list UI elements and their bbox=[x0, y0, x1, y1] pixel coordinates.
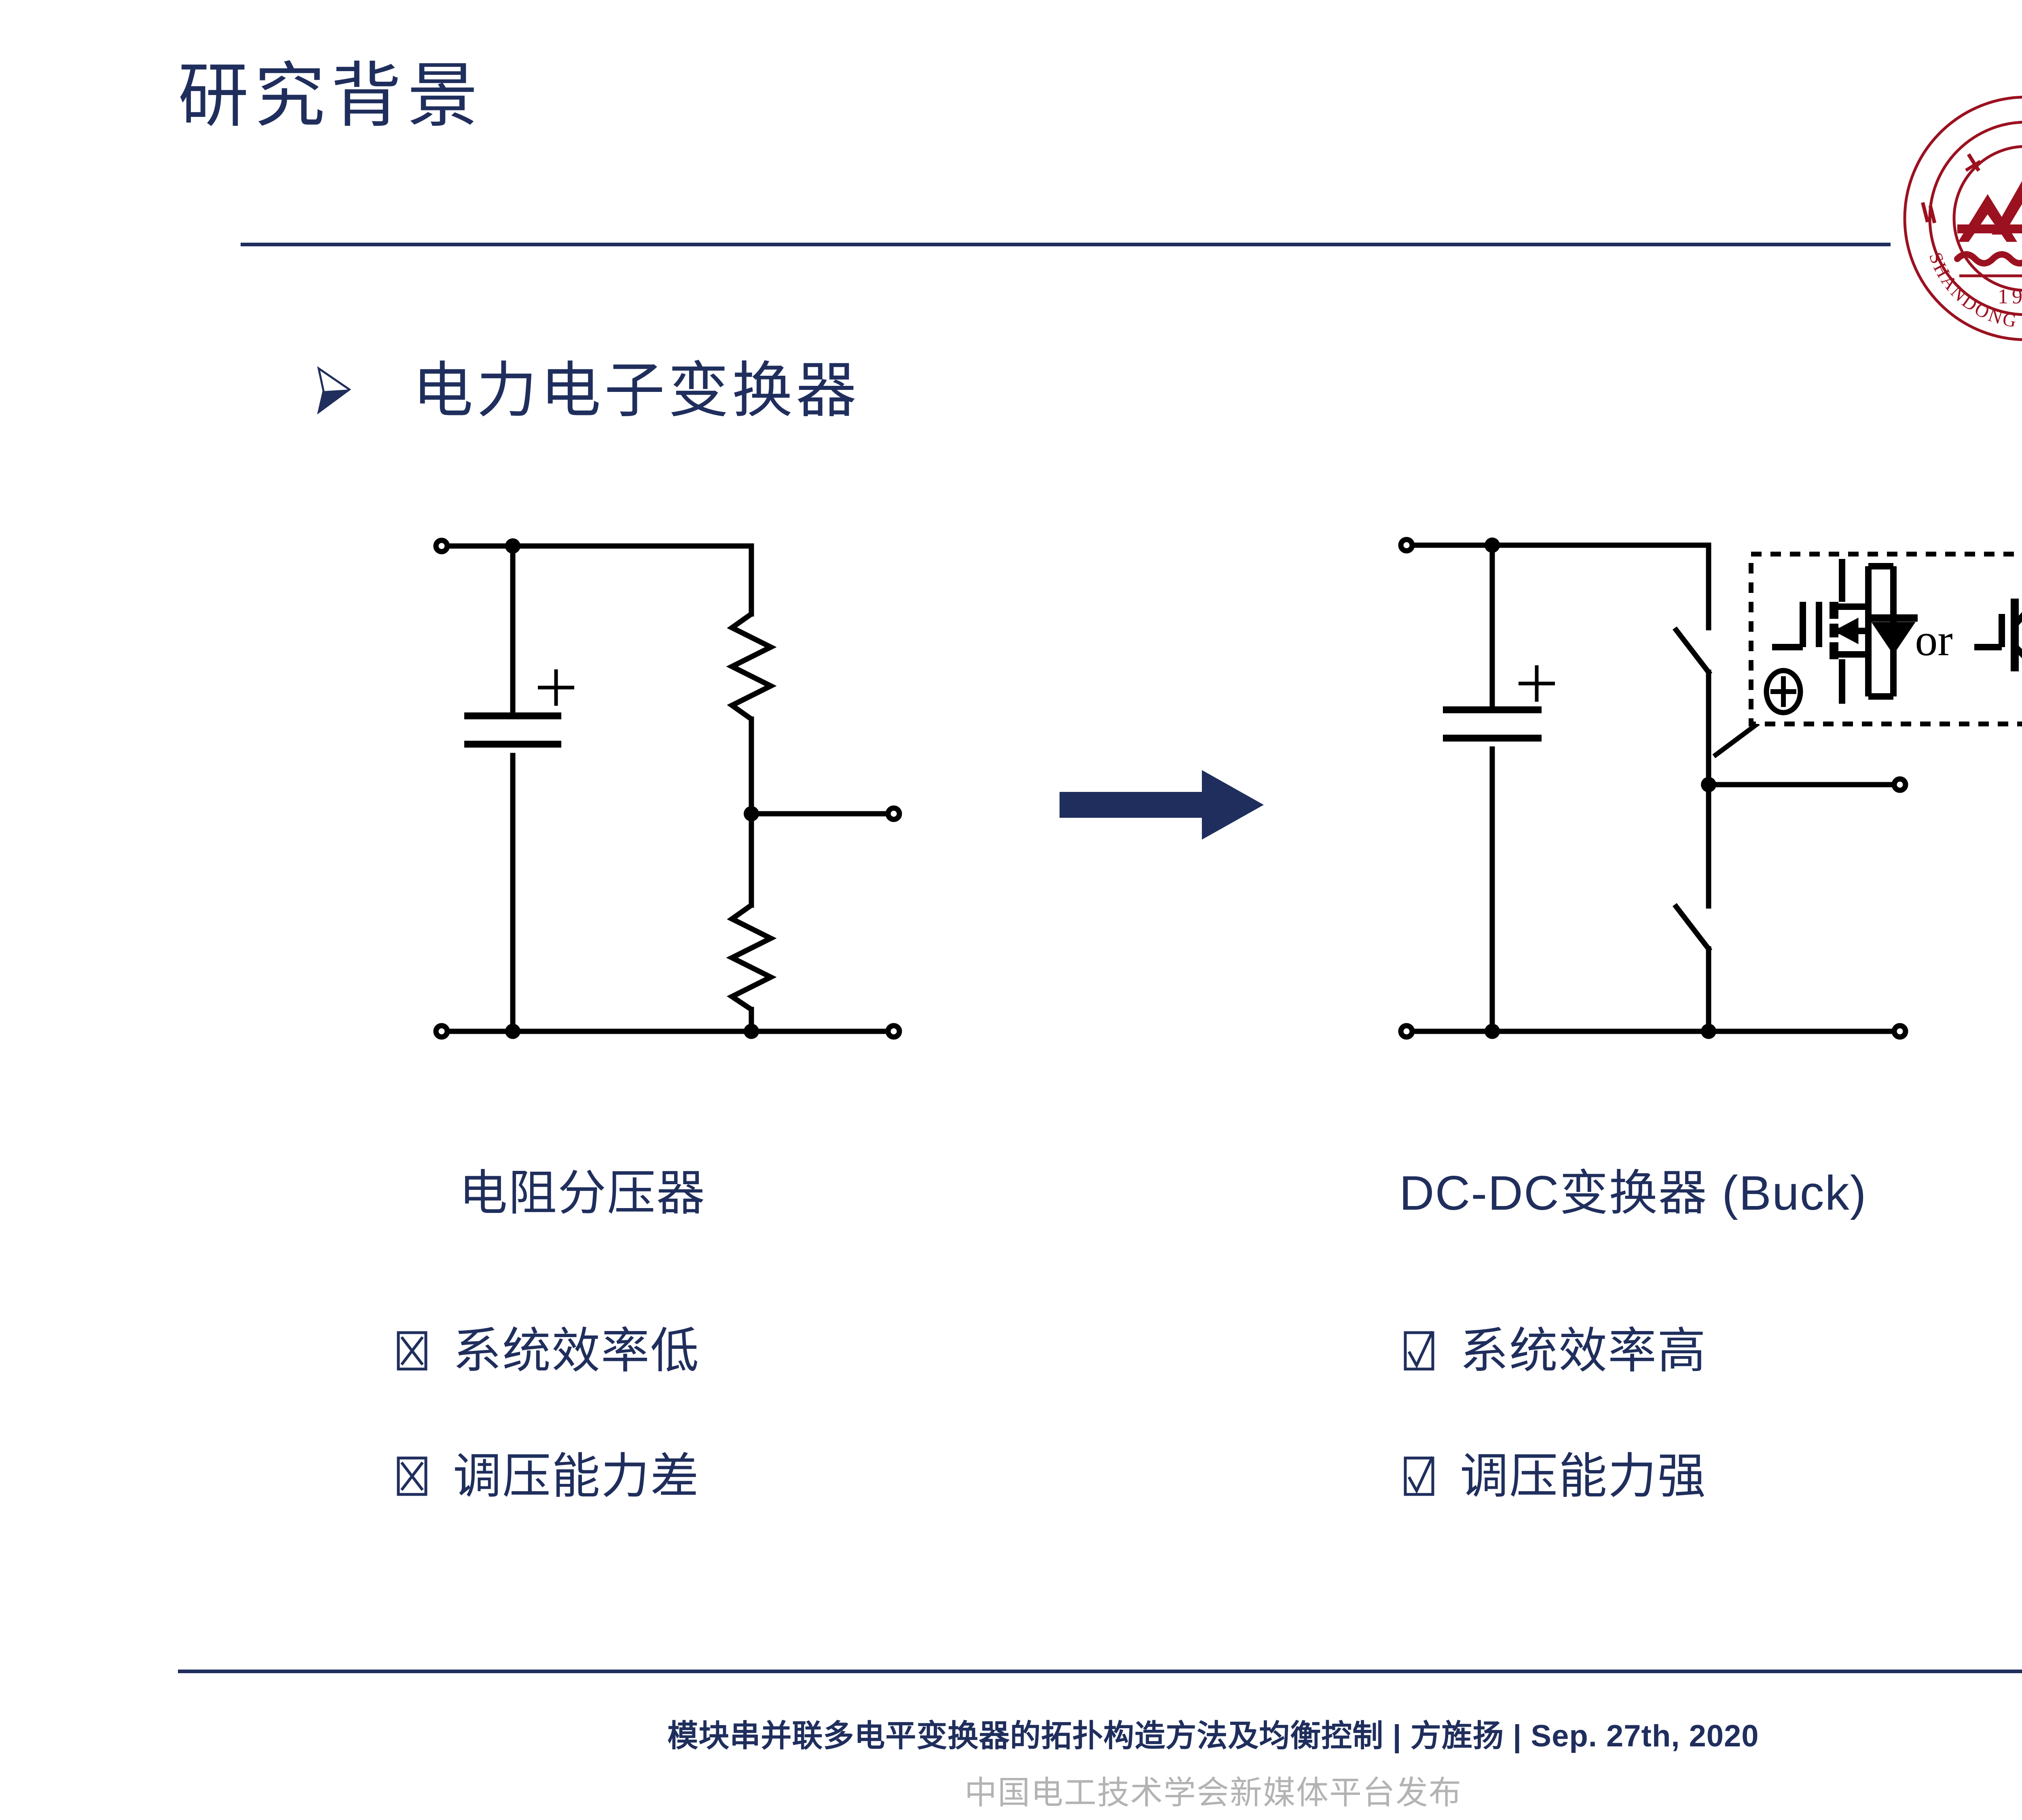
caption-buck-converter: DC-DC变换器 (Buck) bbox=[1399, 1166, 1867, 1220]
capacitor-source bbox=[464, 712, 561, 748]
comparison-label: 调压能力强 bbox=[1460, 1449, 1707, 1503]
junction-dots bbox=[505, 538, 759, 1039]
footer-caption: 模块串并联多电平变换器的拓扑构造方法及均衡控制 | 方旌扬 | Sep. 27t… bbox=[667, 1719, 1759, 1753]
comparison-label: 系统效率低 bbox=[453, 1324, 700, 1378]
buck-converter-circuit: or bbox=[1391, 526, 2022, 1060]
arrow-bullet-icon bbox=[315, 366, 352, 415]
comparison-item-right-2: 调压能力强 bbox=[1403, 1452, 1707, 1500]
checked-box-icon bbox=[1403, 1331, 1435, 1371]
open-terminals bbox=[433, 538, 902, 1040]
logo-year: 1901 bbox=[1998, 285, 2022, 308]
shandong-university-logo: 1901 SHANDONG UNIVERSITY bbox=[1901, 93, 2022, 344]
capacitor-source bbox=[1443, 706, 1542, 742]
title-divider-left bbox=[241, 243, 1891, 246]
caption-resistive-divider: 电阻分压器 bbox=[459, 1166, 706, 1220]
resistor-lower bbox=[726, 903, 777, 1012]
cross-box-icon bbox=[396, 1331, 428, 1371]
polarity-plus bbox=[538, 669, 574, 706]
comparison-item-left-1: 系统效率低 bbox=[396, 1327, 700, 1375]
cross-box-icon bbox=[396, 1456, 428, 1496]
resistor-upper bbox=[726, 612, 777, 722]
comparison-item-right-1: 系统效率高 bbox=[1403, 1327, 1707, 1375]
comparison-label: 调压能力差 bbox=[453, 1449, 700, 1503]
or-label: or bbox=[1915, 615, 1952, 665]
igbt-with-antiparallel-diode-icon bbox=[1974, 599, 2022, 671]
open-terminals bbox=[1398, 537, 1908, 1040]
watermark-text: 中国电工技术学会新媒体平台发布 bbox=[964, 1775, 1462, 1811]
comparison-item-left-2: 调压能力差 bbox=[396, 1452, 700, 1500]
bullet-row-power-converter: 电力电子变换器 bbox=[315, 360, 860, 421]
polarity-plus bbox=[1519, 665, 1555, 702]
switch-device-callout: or bbox=[1712, 552, 2022, 758]
checked-box-icon bbox=[1403, 1456, 1435, 1496]
mosfet-with-body-diode-icon bbox=[1764, 559, 1918, 715]
footer-divider bbox=[178, 1670, 2022, 1673]
page-title: 研究背景 bbox=[178, 57, 484, 135]
transition-arrow-icon bbox=[1060, 768, 1266, 841]
bullet-label: 电力电子变换器 bbox=[412, 356, 860, 424]
resistive-divider-circuit bbox=[421, 526, 926, 1060]
comparison-label: 系统效率高 bbox=[1460, 1324, 1707, 1378]
junction-dots bbox=[1485, 538, 1716, 1039]
